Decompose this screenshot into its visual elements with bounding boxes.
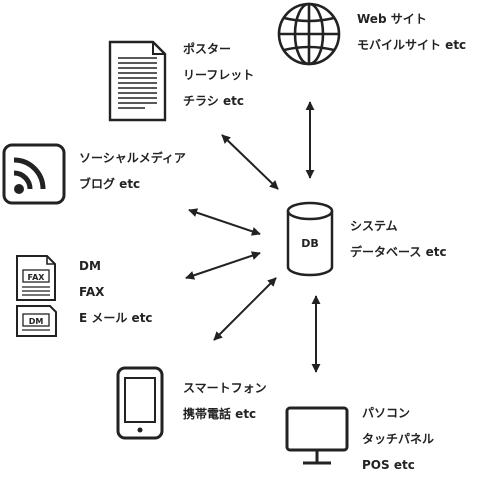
poster-label-line: リーフレット [183, 68, 255, 82]
pc-label-line: タッチパネル [362, 432, 435, 446]
db-icon-text: DB [301, 237, 319, 250]
mail-label-line: E メール etc [79, 311, 153, 325]
arrow-phone-db [213, 277, 277, 341]
web-label-line: Web サイト [357, 12, 427, 26]
pc-label-line: POS etc [362, 458, 415, 472]
fax-dm-icon: FAX DM [16, 255, 57, 337]
db-label-line: データベース etc [350, 245, 447, 259]
arrow-mail-db [185, 251, 261, 280]
web-label-line: モバイルサイト etc [357, 38, 467, 52]
web-label: Web サイト モバイルサイト etc [357, 6, 466, 58]
phone-label-line: 携帯電話 etc [183, 407, 257, 421]
db-label-line: システム [350, 219, 398, 233]
db-label: システム データベース etc [350, 213, 447, 265]
pc-label: パソコン タッチパネル POS etc [362, 400, 434, 478]
monitor-icon [285, 406, 349, 465]
fax-icon-text: FAX [28, 273, 46, 282]
phone-label: スマートフォン 携帯電話 etc [183, 375, 267, 427]
arrow-poster-db [221, 134, 279, 190]
mail-label: DM FAX E メール etc [79, 253, 153, 331]
poster-label-line: ポスター [183, 42, 232, 56]
connectors [185, 101, 321, 373]
database-icon: DB [286, 201, 334, 277]
social-label: ソーシャルメディア ブログ etc [79, 145, 186, 197]
phone-label-line: スマートフォン [183, 381, 267, 395]
arrow-social-db [188, 208, 261, 236]
poster-label: ポスター リーフレット チラシ etc [183, 36, 254, 114]
mail-label-line: FAX [79, 285, 105, 299]
pc-label-line: パソコン [362, 406, 411, 420]
social-label-line: ブログ etc [79, 177, 141, 191]
mail-label-line: DM [79, 259, 101, 273]
poster-label-line: チラシ etc [183, 94, 244, 108]
document-icon [108, 40, 167, 122]
globe-icon [277, 2, 341, 66]
social-label-line: ソーシャルメディア [79, 151, 186, 165]
dm-icon-text: DM [29, 317, 44, 326]
smartphone-icon [116, 366, 164, 440]
rss-icon [2, 143, 66, 205]
